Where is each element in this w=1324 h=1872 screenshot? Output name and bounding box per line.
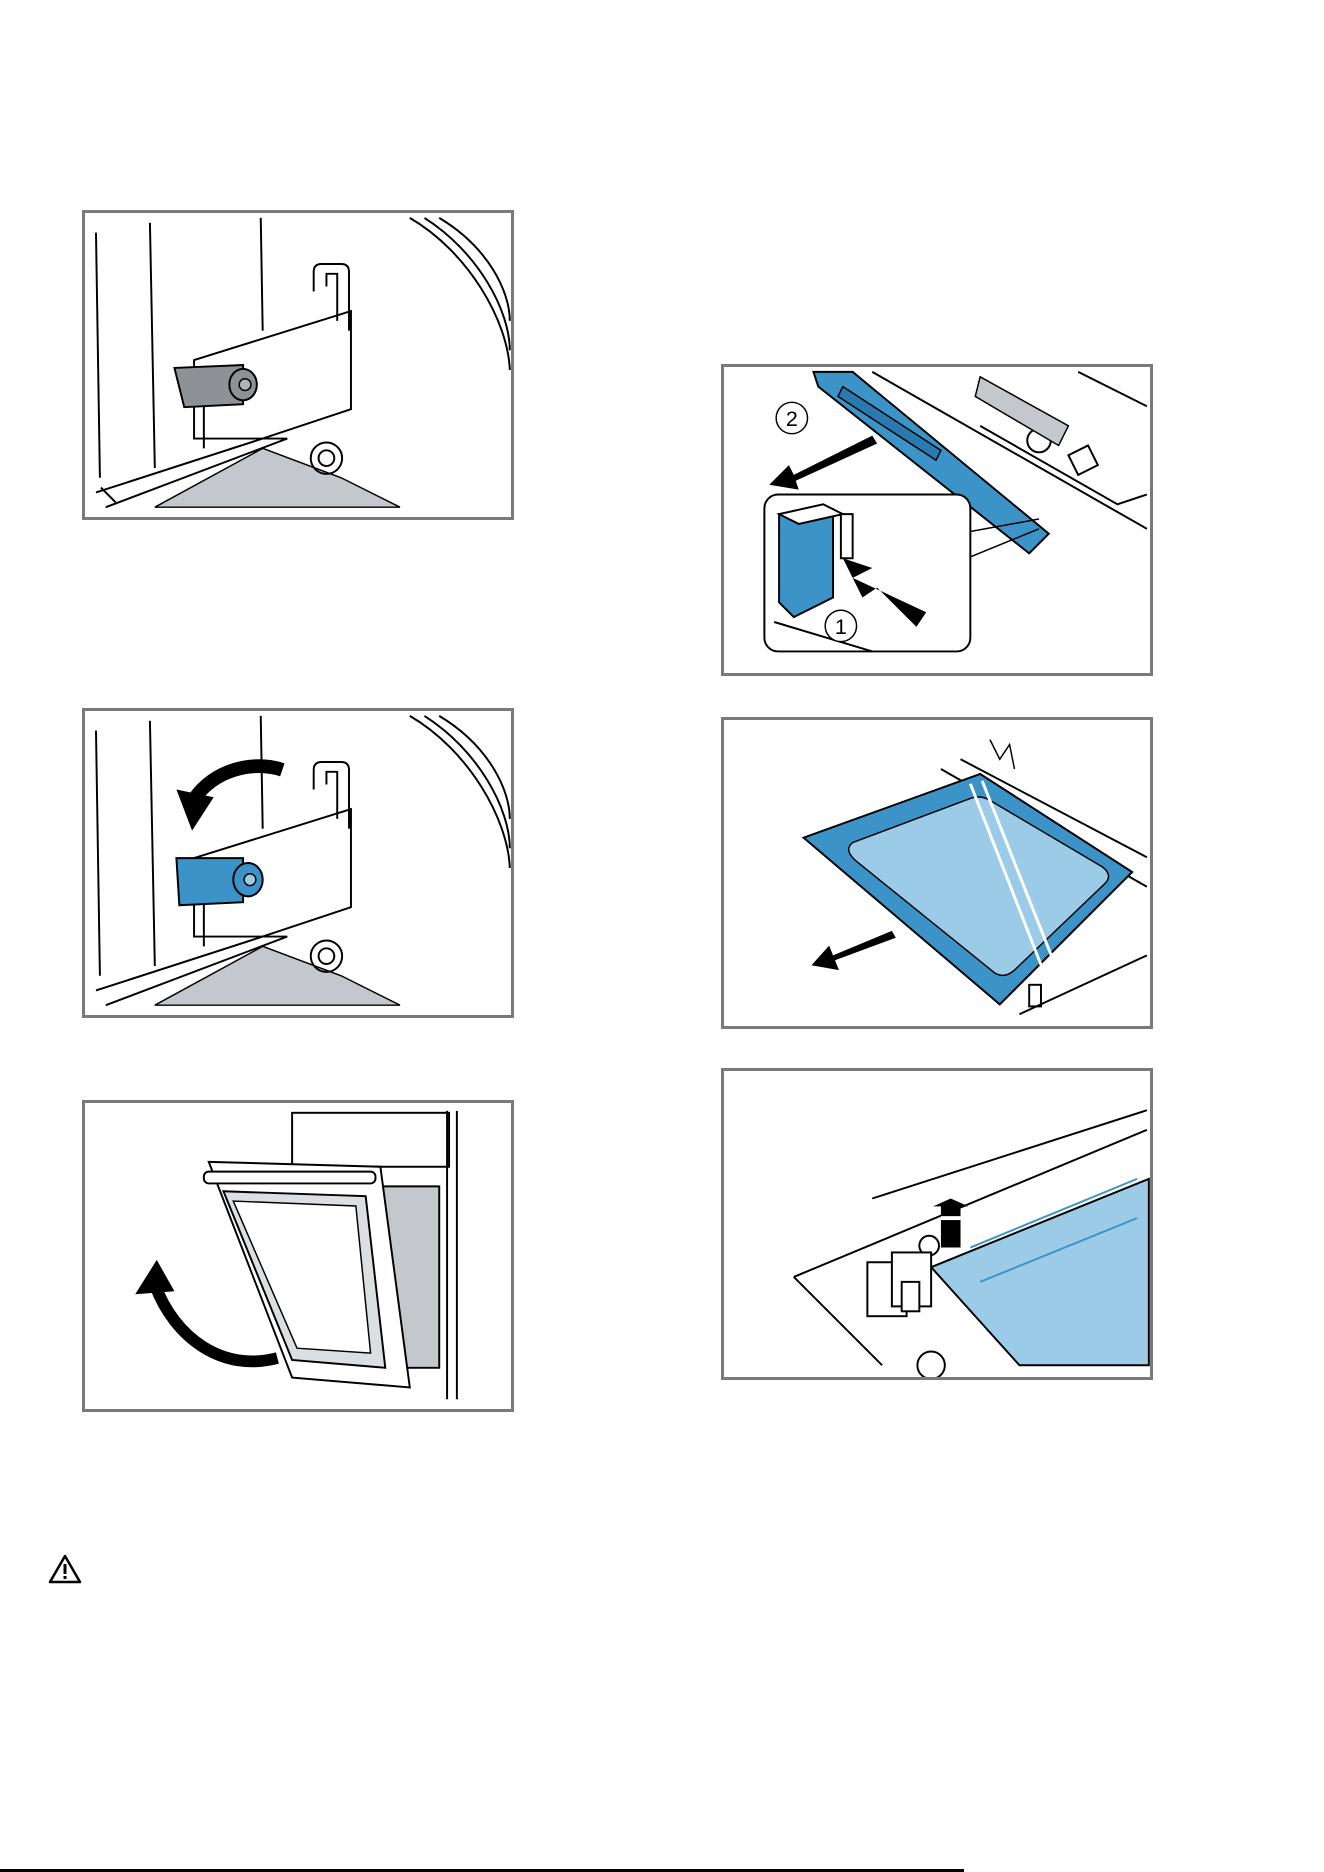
hinge-lever-blue: [176, 858, 262, 905]
figure-hinge-lever-opened: [82, 708, 514, 1018]
glass-pane: [804, 774, 1133, 1004]
warning-triangle-icon: [48, 1554, 82, 1584]
glass-strip-removal-illustration: 2 1: [724, 367, 1150, 673]
figure-seal-lift-up: [721, 1068, 1153, 1380]
hinge-lever-closed-illustration: [85, 213, 511, 517]
hinge-lever-gray: [174, 365, 256, 407]
arrow-slide-icon: [811, 931, 895, 970]
callout-1: 1: [835, 614, 847, 639]
figure-door-lift-off: [82, 1100, 514, 1412]
seal-lift-up-illustration: [724, 1071, 1150, 1377]
oven-door: [204, 1162, 410, 1388]
arrow-pull-icon: [769, 436, 877, 490]
door-lift-off-illustration: [85, 1103, 511, 1409]
hinge-bracket: [867, 1252, 931, 1316]
hinge-lever-opened-illustration: [85, 711, 511, 1015]
figure-inner-pane-slide-out: [721, 717, 1153, 1029]
figure-glass-strip-removal: 2 1: [721, 364, 1153, 676]
curved-arrow-icon: [176, 766, 282, 830]
figure-hinge-lever-closed: [82, 210, 514, 520]
inner-pane-slide-out-illustration: [724, 720, 1150, 1026]
detail-inset: [764, 495, 970, 652]
callout-2: 2: [786, 406, 798, 431]
